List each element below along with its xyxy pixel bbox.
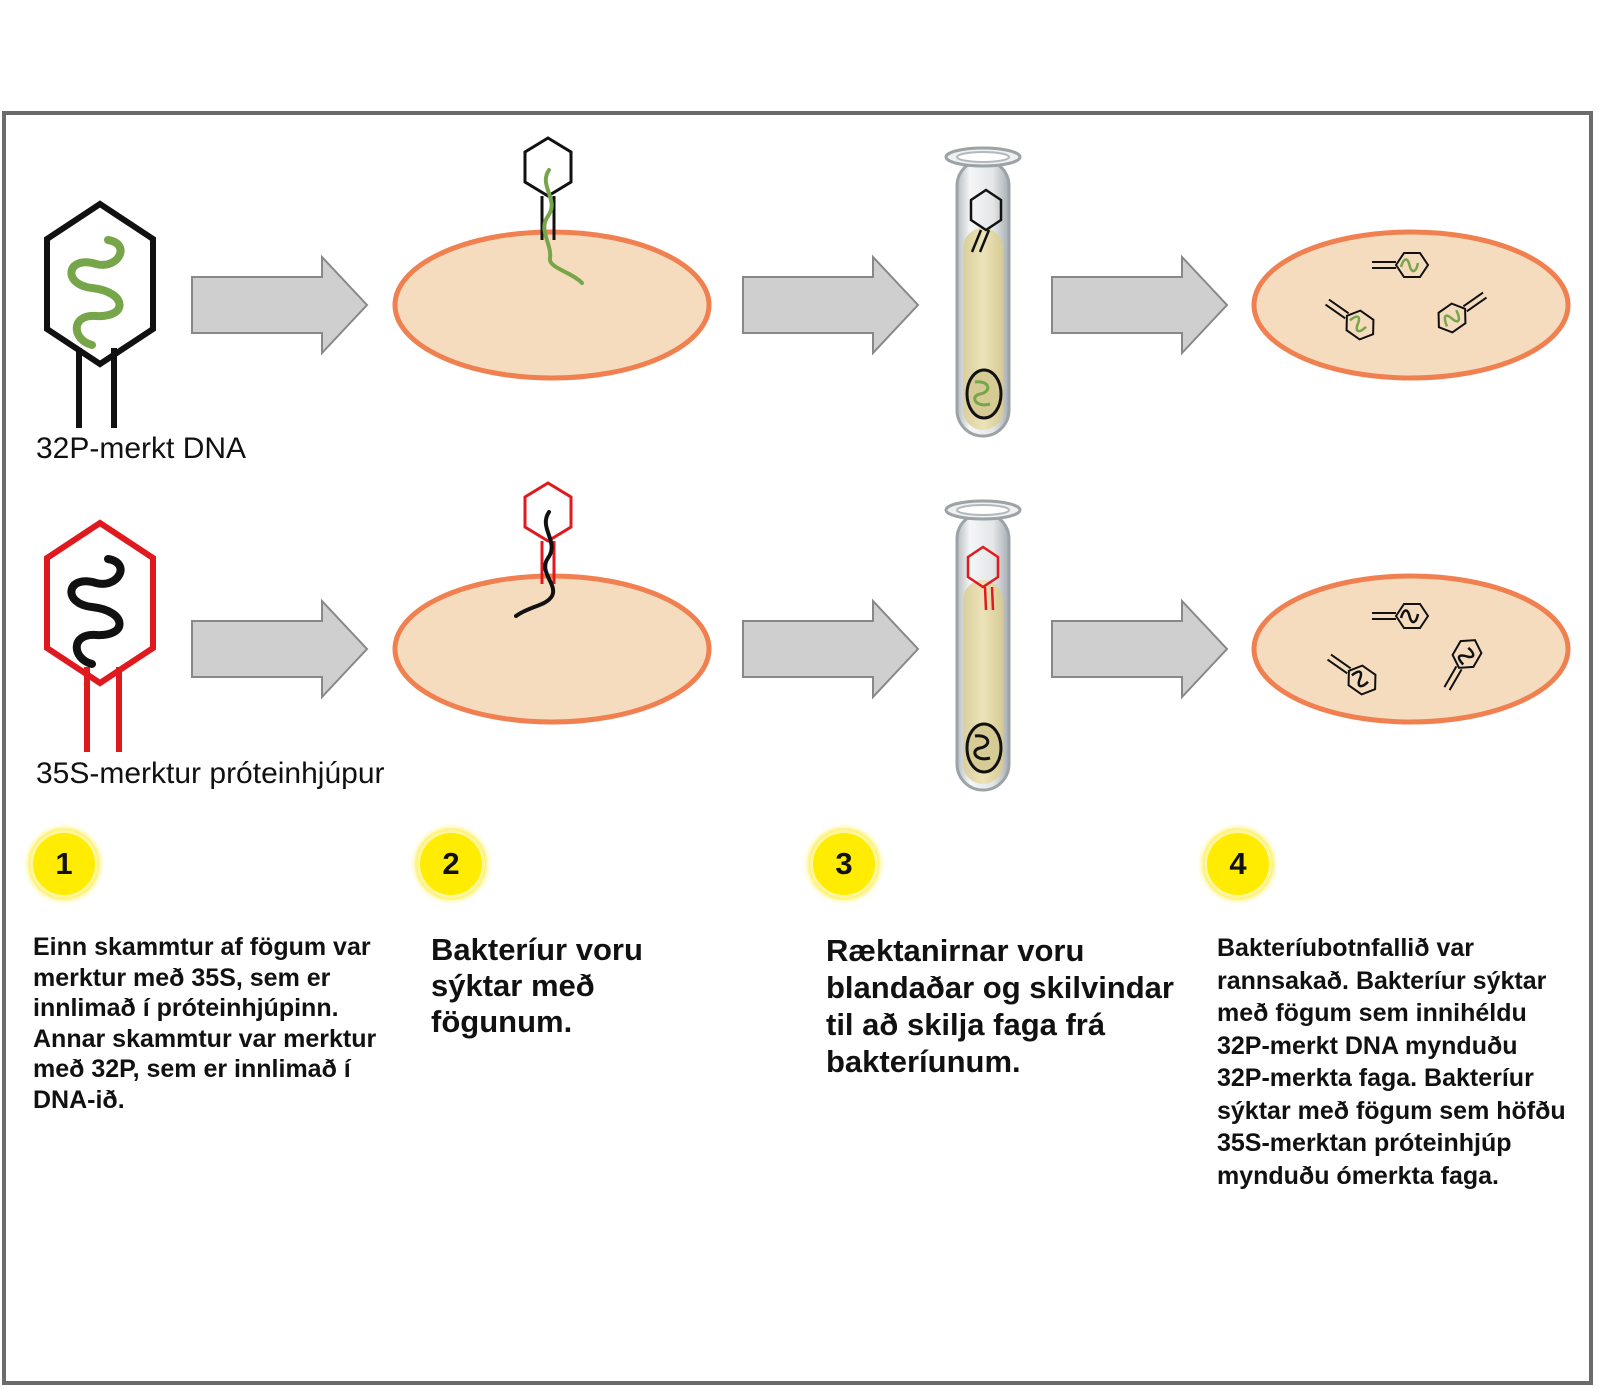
test-tube-35s xyxy=(944,499,1022,792)
step-2-badge: 2 xyxy=(420,833,482,895)
step-4-text: Bakteríubotnfallið var rannsakað. Bakter… xyxy=(1217,934,1566,1190)
bacterium-progeny-32p xyxy=(1251,229,1571,381)
test-tube-32p xyxy=(944,146,1022,438)
bacterium-progeny-35s xyxy=(1251,573,1571,725)
label-35s-protein: 35S-merktur próteinhjúpur xyxy=(36,757,385,790)
phage-32p-large xyxy=(44,200,156,428)
bacterium-infected-35s xyxy=(392,481,712,725)
arrow-2b xyxy=(742,598,920,700)
bacterium-infected-32p xyxy=(392,136,712,381)
step-1-badge: 1 xyxy=(33,833,95,895)
figure-frame xyxy=(2,111,1593,1385)
arrow-2c xyxy=(1051,598,1229,700)
arrow-1c xyxy=(1051,254,1229,356)
step-3-badge: 3 xyxy=(813,833,875,895)
label-32p-dna: 32P-merkt DNA xyxy=(36,432,247,465)
arrow-2a xyxy=(191,598,369,700)
step-3-text: Ræktanirnar voru blandaðar og skilvindar… xyxy=(826,933,1174,1079)
phage-35s-large xyxy=(44,519,156,752)
arrow-1b xyxy=(742,254,920,356)
step-4-badge: 4 xyxy=(1207,833,1269,895)
step-2-text: Bakteríur voru sýktar með fögunum. xyxy=(431,932,643,1039)
step-1-text: Einn skammtur af fögum var merktur með 3… xyxy=(33,933,377,1114)
arrow-1a xyxy=(191,254,369,356)
